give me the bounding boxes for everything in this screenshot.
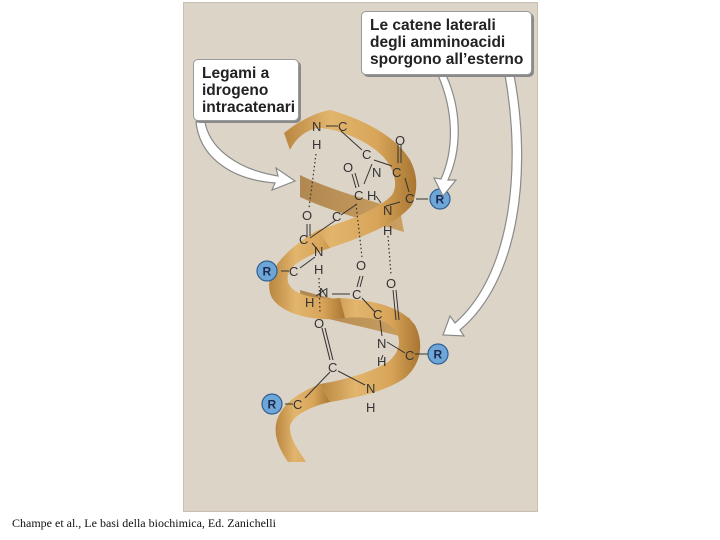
atom-c: C (373, 307, 382, 322)
atom-c: C (289, 264, 298, 279)
arrow-to-side-chains-lower (442, 74, 523, 337)
atom-n: N (377, 336, 386, 351)
atom-h: H (367, 188, 376, 203)
atom-o: O (386, 276, 396, 291)
callout-line: degli amminoacidi (370, 34, 506, 51)
r-group-label: R (436, 193, 445, 207)
callout-line: idrogeno (202, 82, 269, 99)
atom-h: H (312, 137, 321, 152)
atom-n: N (314, 244, 323, 259)
atom-c: C (338, 119, 347, 134)
r-group: R (261, 393, 283, 415)
r-group-label: R (263, 265, 272, 279)
r-group-label: R (434, 348, 443, 362)
figure-caption: Champe et al., Le basi della biochimica,… (12, 516, 276, 530)
atom-n: N (372, 165, 381, 180)
atom-c: C (328, 360, 337, 375)
atom-c: C (392, 165, 401, 180)
atom-h: H (314, 262, 323, 277)
atom-h: H (383, 223, 392, 238)
atom-c: C (352, 287, 361, 302)
r-group: R (427, 343, 449, 365)
atom-c: C (354, 188, 363, 203)
arrow-to-side-chains-upper (432, 74, 459, 198)
atom-h: H (366, 400, 375, 415)
atom-c: C (362, 147, 371, 162)
atom-o: O (314, 316, 324, 331)
side-chains-callout: Le catene laterali degli amminoacidi spo… (361, 11, 532, 75)
atom-n: N (383, 203, 392, 218)
callout-line: Le catene laterali (370, 17, 496, 34)
callout-line: sporgono all’esterno (370, 51, 524, 68)
atom-c: C (405, 191, 414, 206)
callout-line: intracatenari (202, 99, 296, 116)
arrow-to-hydrogen-bonds (195, 121, 297, 192)
atom-c: C (293, 397, 302, 412)
atom-labels: N C H O C O N C C H C N H O C C N C H O … (289, 119, 414, 415)
r-group-label: R (268, 398, 277, 412)
atom-n: N (366, 381, 375, 396)
atom-c: C (332, 209, 341, 224)
atom-o: O (343, 160, 353, 175)
atom-n: N (312, 119, 321, 134)
atom-o: O (395, 133, 405, 148)
backbone-bonds (281, 125, 428, 405)
atom-h: H (305, 295, 314, 310)
atom-n: N (319, 285, 328, 300)
atom-h: H (377, 354, 386, 369)
r-group: R (256, 260, 278, 282)
hydrogen-bonds (308, 153, 392, 314)
hydrogen-bonds-callout: Legami a idrogeno intracatenari (193, 59, 299, 121)
callout-line: Legami a (202, 65, 270, 82)
atom-c: C (299, 232, 308, 247)
atom-o: O (356, 258, 366, 273)
atom-c: C (405, 348, 414, 363)
atom-o: O (302, 208, 312, 223)
